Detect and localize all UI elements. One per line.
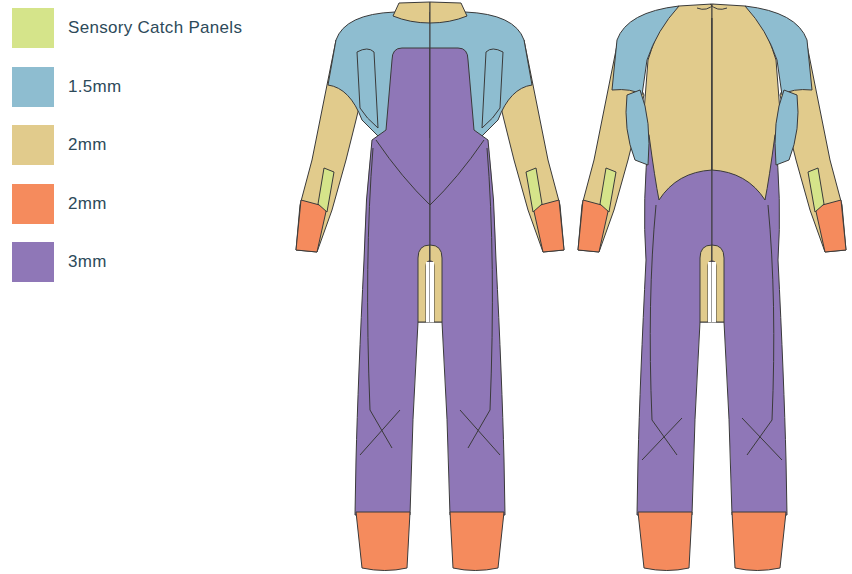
legend-label: 1.5mm [68, 77, 121, 97]
legend-entry: Sensory Catch Panels [12, 8, 242, 48]
legend-swatch [12, 242, 54, 282]
legend-label: 2mm [68, 135, 107, 155]
back-view [578, 4, 846, 571]
front-view [296, 2, 564, 571]
legend-label: 2mm [68, 194, 107, 214]
legend-entry: 2mm [12, 125, 242, 165]
legend-entry: 3mm [12, 242, 242, 282]
legend: Sensory Catch Panels 1.5mm 2mm 2mm 3mm [12, 8, 242, 301]
legend-entry: 2mm [12, 184, 242, 224]
legend-swatch [12, 67, 54, 107]
legend-entry: 1.5mm [12, 67, 242, 107]
legend-swatch [12, 125, 54, 165]
legend-label: Sensory Catch Panels [68, 18, 242, 38]
legend-swatch [12, 184, 54, 224]
legend-swatch [12, 8, 54, 48]
legend-label: 3mm [68, 252, 107, 272]
